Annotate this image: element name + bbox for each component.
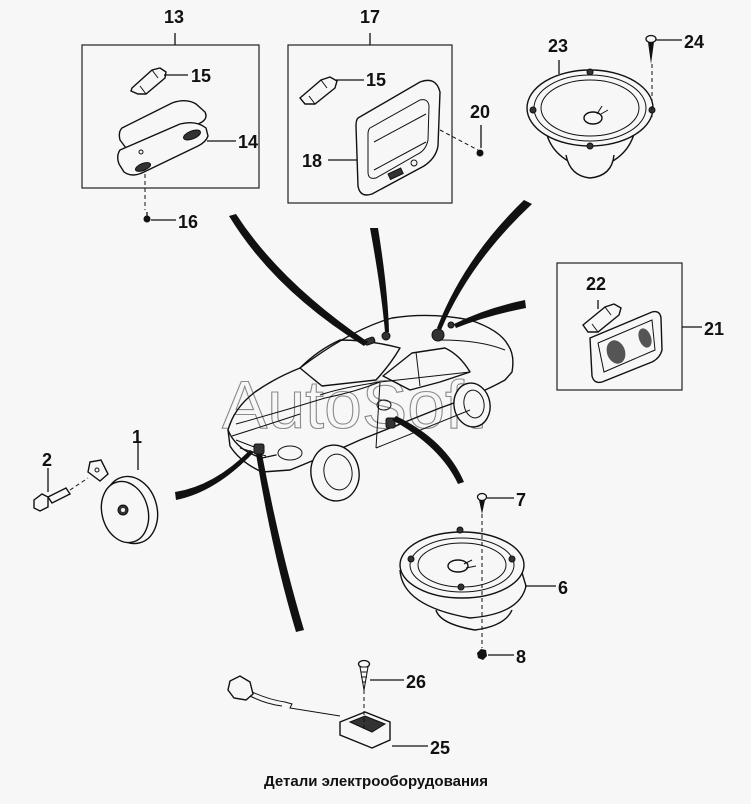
callout-2: 2 (42, 450, 52, 470)
trunk-lamp-group: 21 22 (556, 262, 724, 391)
screw-icon (476, 492, 488, 514)
screw-icon (476, 149, 484, 157)
sensor-module-icon (227, 675, 391, 749)
nut-icon (477, 649, 487, 660)
screw-icon (357, 659, 371, 691)
bulb-icon (299, 76, 338, 105)
bolt-icon (33, 477, 89, 512)
watermark-text: AutoSoft (222, 367, 483, 443)
callout-23: 23 (548, 36, 568, 56)
rear-speaker-icon (526, 68, 656, 179)
callout-14: 14 (238, 132, 258, 152)
bulb-icon (130, 67, 167, 95)
diagram-caption: Детали электрооборудования (264, 773, 488, 790)
callout-15-map: 15 (366, 70, 386, 90)
bulb-icon (582, 303, 622, 333)
map-lamp-group: 17 15 18 (287, 7, 453, 204)
dome-lamp-icon (117, 100, 209, 176)
callout-25: 25 (430, 738, 450, 758)
screw-icon (143, 212, 151, 223)
callout-15-dome: 15 (191, 66, 211, 86)
callout-1: 1 (132, 427, 142, 447)
callout-21: 21 (704, 319, 724, 339)
horn-icon (87, 459, 159, 545)
callout-6: 6 (558, 578, 568, 598)
callout-20: 20 (470, 102, 490, 122)
callout-26: 26 (406, 672, 426, 692)
callout-18: 18 (302, 151, 322, 171)
dome-lamp-group: 13 15 14 16 (81, 7, 260, 232)
car-body-icon (227, 314, 514, 502)
screw-icon (645, 34, 657, 64)
trunk-lamp-icon (589, 310, 663, 384)
callout-7: 7 (516, 490, 526, 510)
callout-13: 13 (164, 7, 184, 27)
group-13-box (81, 44, 260, 189)
map-lamp-housing-icon (355, 79, 441, 196)
callout-24: 24 (684, 32, 704, 52)
front-speaker-icon (399, 526, 527, 631)
callout-16: 16 (178, 212, 198, 232)
pointer-wires (175, 200, 532, 632)
callout-17: 17 (360, 7, 380, 27)
callout-8: 8 (516, 647, 526, 667)
callout-22: 22 (586, 274, 606, 294)
